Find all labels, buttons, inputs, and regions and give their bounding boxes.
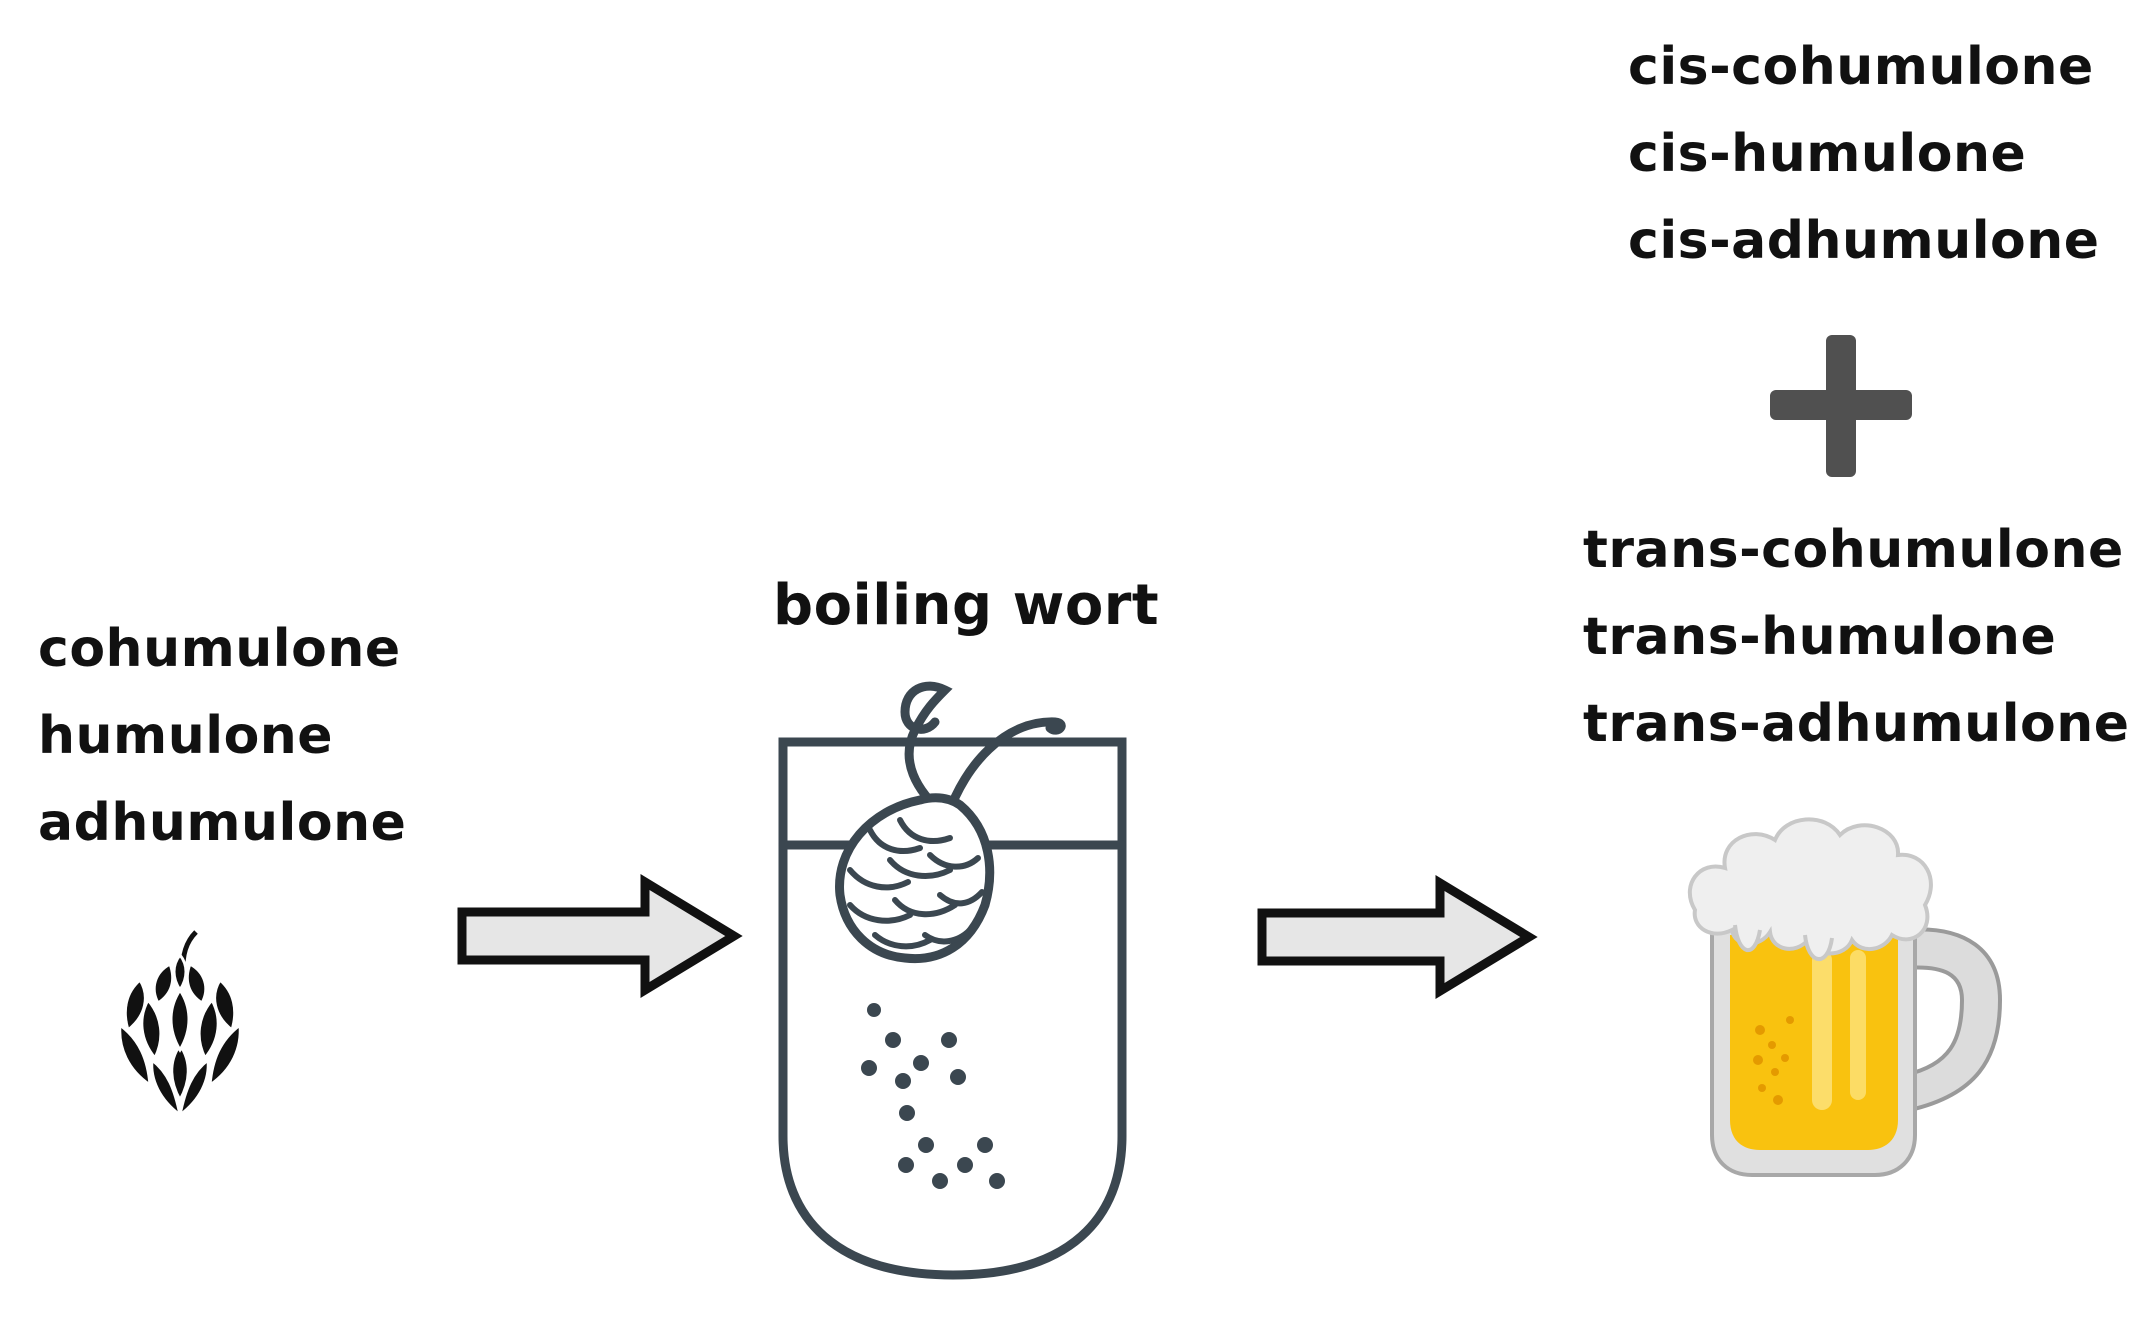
reactant-list: cohumulone humulone adhumulone: [38, 606, 406, 867]
product-label: cis-humulone: [1628, 124, 2027, 184]
bubbles: [861, 1003, 1005, 1189]
reactant-label: cohumulone: [38, 619, 401, 679]
reactant-label: humulone: [38, 706, 334, 766]
product-label: trans-humulone: [1583, 607, 2057, 667]
product-label: trans-adhumulone: [1583, 694, 2130, 754]
arrow-right-icon: [1257, 875, 1538, 999]
beer-mug-icon: [1687, 817, 2003, 1177]
product-label: trans-cohumulone: [1583, 520, 2124, 580]
hop-cone-icon: [118, 930, 242, 1119]
boiling-vessel-icon: [778, 681, 1127, 1280]
cis-product-list: cis-cohumulone cis-humulone cis-adhumulo…: [1628, 24, 2100, 285]
arrow-right-icon: [457, 874, 743, 998]
product-label: cis-cohumulone: [1628, 37, 2094, 97]
reactant-label: adhumulone: [38, 793, 407, 853]
product-label: cis-adhumulone: [1628, 211, 2100, 271]
trans-product-list: trans-cohumulone trans-humulone trans-ad…: [1583, 507, 2130, 768]
process-label: boiling wort: [773, 573, 1160, 638]
plus-icon: [1770, 335, 1912, 477]
